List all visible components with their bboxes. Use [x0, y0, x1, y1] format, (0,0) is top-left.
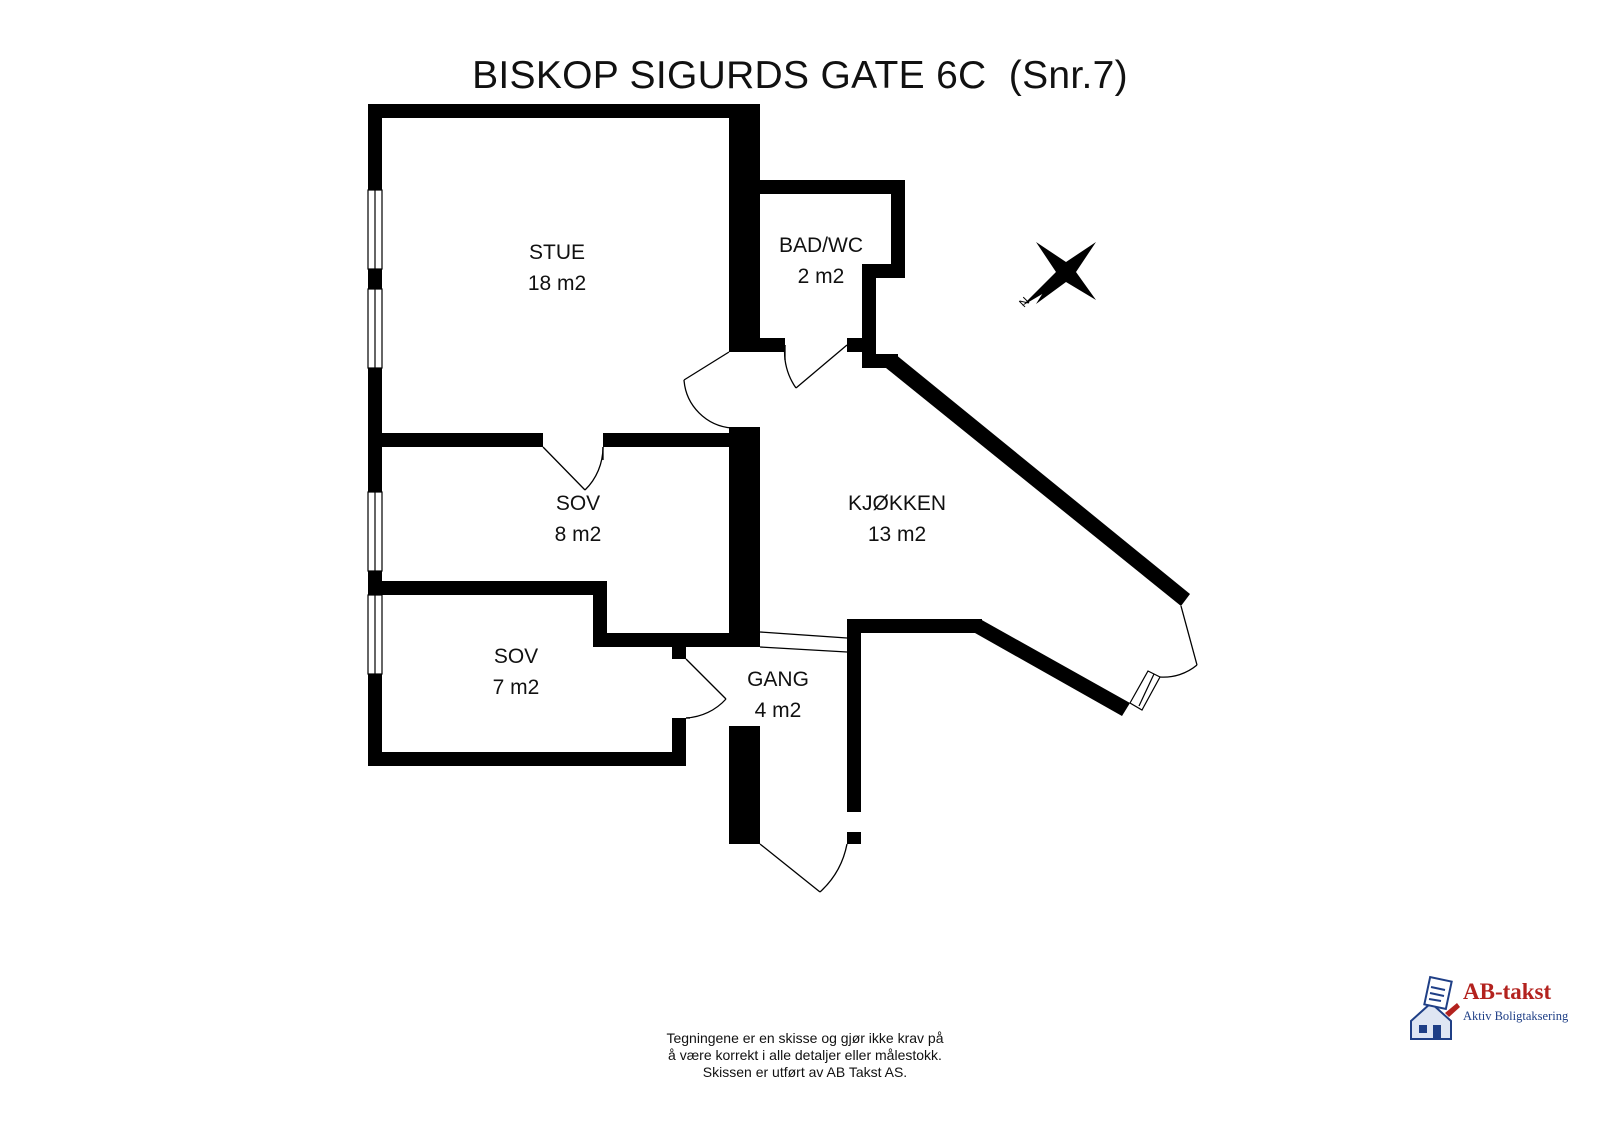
door-stue [683, 351, 733, 429]
logo-main-text: AB-takst [1463, 979, 1552, 1004]
room-area-sov1: 8 m2 [555, 523, 602, 546]
wall-kjokken-bottom-diagonal [975, 619, 1130, 716]
door-sov2 [685, 658, 727, 719]
compass-north-label: N [1016, 294, 1032, 310]
logo-sub-text: Aktiv Boligtaksering [1463, 1009, 1569, 1023]
house-logo-icon [1410, 975, 1460, 1040]
disclaimer-line-2: å være korrekt i alle detaljer eller mål… [668, 1047, 942, 1063]
wall-bad-right [891, 180, 905, 278]
wall-left-1 [368, 104, 382, 190]
wall-gang-right-b [847, 832, 861, 844]
wall-sov2-right-b [672, 647, 686, 659]
room-area-gang: 4 m2 [755, 699, 802, 722]
room-name-sov1: SOV [556, 492, 600, 515]
room-name-bad: BAD/WC [779, 234, 863, 257]
wall-bad-bottom-right [847, 338, 862, 352]
wall-left-2 [368, 269, 382, 289]
wall-bad-bottom-left [760, 338, 785, 352]
wall-sov-kjokken [729, 427, 760, 647]
disclaimer-line-1: Tegningene er en skisse og gjør ikke kra… [666, 1030, 944, 1046]
room-name-sov2: SOV [494, 645, 538, 668]
wall-kjokken-diagonal [886, 354, 1190, 606]
page-title: BISKOP SIGURDS GATE 6C (Snr.7) [472, 54, 1128, 97]
window-kjokken [1129, 670, 1161, 711]
door-kjokken [1159, 605, 1198, 678]
wall-gang-left [729, 726, 760, 844]
wall-sov-sov-b [593, 581, 607, 647]
room-name-kjokken: KJØKKEN [848, 492, 946, 515]
room-area-bad: 2 m2 [798, 265, 845, 288]
disclaimer: Tegningene er en skisse og gjør ikke kra… [560, 1030, 1050, 1081]
wall-sov2-bottom [368, 752, 678, 766]
wall-sov2-right-a [672, 718, 686, 766]
wall-left-5 [368, 674, 382, 766]
room-area-stue: 18 m2 [528, 272, 586, 295]
wall-kjokken-bottom [847, 619, 982, 633]
door-bad [783, 344, 848, 389]
wall-stue-top [368, 104, 760, 118]
window-left [367, 189, 383, 675]
door-entrance [759, 843, 848, 893]
wall-sov-sov-a [368, 581, 607, 595]
room-name-gang: GANG [747, 668, 809, 691]
wall-stue-sov [368, 433, 543, 447]
wall-stue-sov-2 [603, 433, 733, 447]
threshold-gang [759, 646, 848, 653]
room-area-kjokken: 13 m2 [868, 523, 926, 546]
wall-left-3 [368, 368, 382, 492]
wall-gang-right-a [847, 622, 861, 812]
wall-sov-sov-c [593, 633, 733, 647]
wall-bad-top [760, 180, 905, 194]
compass-rose-icon: N [1016, 242, 1096, 310]
walls [367, 104, 1190, 844]
room-area-sov2: 7 m2 [493, 676, 540, 699]
room-labels: STUE 18 m2 BAD/WC 2 m2 KJØKKEN 13 m2 SOV… [493, 234, 946, 722]
room-name-stue: STUE [529, 241, 585, 264]
doors [542, 344, 1198, 893]
disclaimer-line-3: Skissen er utført av AB Takst AS. [702, 1064, 908, 1080]
ab-takst-logo: AB-takst Aktiv Boligtaksering [1405, 973, 1569, 1043]
wall-bad-inner [862, 264, 876, 368]
wall-stue-right [729, 104, 760, 352]
door-sov1 [542, 446, 604, 491]
